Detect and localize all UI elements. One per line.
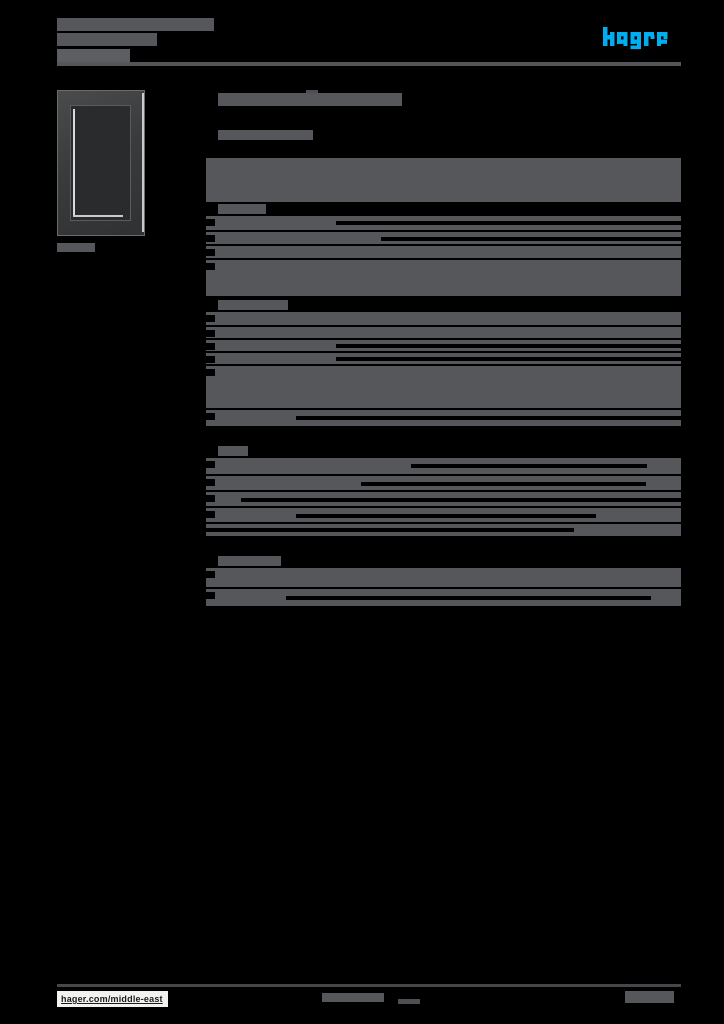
spec-row xyxy=(206,458,681,474)
spec-row-value-gap xyxy=(411,464,647,468)
spec-row xyxy=(206,364,681,408)
page-title-line-1 xyxy=(57,18,214,31)
spec-section-body xyxy=(206,312,714,426)
page-header xyxy=(57,16,681,68)
spec-row-value-gap xyxy=(296,416,681,420)
spec-row-label-gap xyxy=(206,219,215,226)
spec-section xyxy=(206,158,681,202)
product-photo-highlight-bottom xyxy=(73,215,123,217)
spec-row-label-gap xyxy=(206,356,215,363)
product-photo-edge xyxy=(142,93,144,232)
spec-row xyxy=(206,474,681,490)
lead-text xyxy=(218,93,402,106)
spec-row xyxy=(206,490,681,506)
spec-row-label-gap xyxy=(206,343,215,350)
spec-row-label-gap xyxy=(206,315,215,322)
product-photo-aperture xyxy=(70,105,131,221)
product-image-caption xyxy=(57,243,95,252)
spec-row-label-gap xyxy=(206,235,215,242)
footer-page-number xyxy=(625,991,674,1003)
spec-row-value-gap xyxy=(241,498,681,502)
spec-section xyxy=(206,446,681,536)
spec-row xyxy=(206,216,724,230)
spec-row xyxy=(206,230,724,244)
hager-logo-icon xyxy=(602,26,681,51)
spec-row-value-gap xyxy=(361,482,646,486)
sub-text xyxy=(218,130,313,140)
page-title-line-3 xyxy=(57,49,130,65)
spec-section xyxy=(206,300,714,426)
spec-row xyxy=(206,258,681,296)
spec-row-value-gap xyxy=(336,357,714,361)
spec-row-value-gap xyxy=(336,344,714,348)
spec-row xyxy=(206,587,681,606)
spec-row-label-gap xyxy=(206,479,215,486)
spec-row xyxy=(206,351,714,364)
footer-center-subtext xyxy=(398,999,420,1004)
spec-section-heading xyxy=(218,300,288,310)
spec-row-value-gap xyxy=(286,596,651,600)
lead-marker xyxy=(306,90,318,94)
product-photo-highlight-left xyxy=(73,109,75,216)
spec-section-heading xyxy=(218,556,281,566)
spec-row-label-gap xyxy=(206,571,215,578)
footer-divider xyxy=(57,984,681,987)
spec-row-value-gap xyxy=(206,528,574,532)
spec-row-label-gap xyxy=(206,369,215,376)
spec-row-label-gap xyxy=(206,511,215,518)
spec-row xyxy=(206,158,681,202)
spec-row-label-gap xyxy=(206,413,215,420)
spec-section-body xyxy=(206,568,681,606)
spec-section-heading xyxy=(218,204,266,214)
spec-section-body xyxy=(206,158,681,202)
spec-row-label-gap xyxy=(206,330,215,337)
spec-row xyxy=(206,506,681,522)
header-divider xyxy=(57,62,681,66)
spec-row-label-gap xyxy=(206,249,215,256)
spec-row xyxy=(206,244,681,258)
spec-row xyxy=(206,338,714,351)
product-image xyxy=(57,90,145,236)
spec-row-label-gap xyxy=(206,461,215,468)
spec-row xyxy=(206,568,681,587)
spec-section xyxy=(206,556,681,606)
spec-row xyxy=(206,408,681,426)
spec-section-body xyxy=(206,216,724,296)
footer-center-text xyxy=(322,993,384,1002)
spec-row xyxy=(206,325,681,338)
spec-section xyxy=(206,204,724,296)
spec-row xyxy=(206,312,681,325)
spec-row-value-gap xyxy=(381,237,724,241)
spec-row-value-gap xyxy=(336,221,724,225)
spec-row-label-gap xyxy=(206,263,215,270)
spec-row xyxy=(206,522,681,536)
spec-row-value-gap xyxy=(296,514,596,518)
footer-url-link[interactable]: hager.com/middle-east xyxy=(57,991,168,1007)
page-title-line-2 xyxy=(57,33,157,46)
spec-section-heading xyxy=(218,446,248,456)
product-photo-frame xyxy=(57,90,145,236)
spec-row-label-gap xyxy=(206,592,215,599)
spec-row-label-gap xyxy=(206,495,215,502)
spec-section-body xyxy=(206,458,681,536)
